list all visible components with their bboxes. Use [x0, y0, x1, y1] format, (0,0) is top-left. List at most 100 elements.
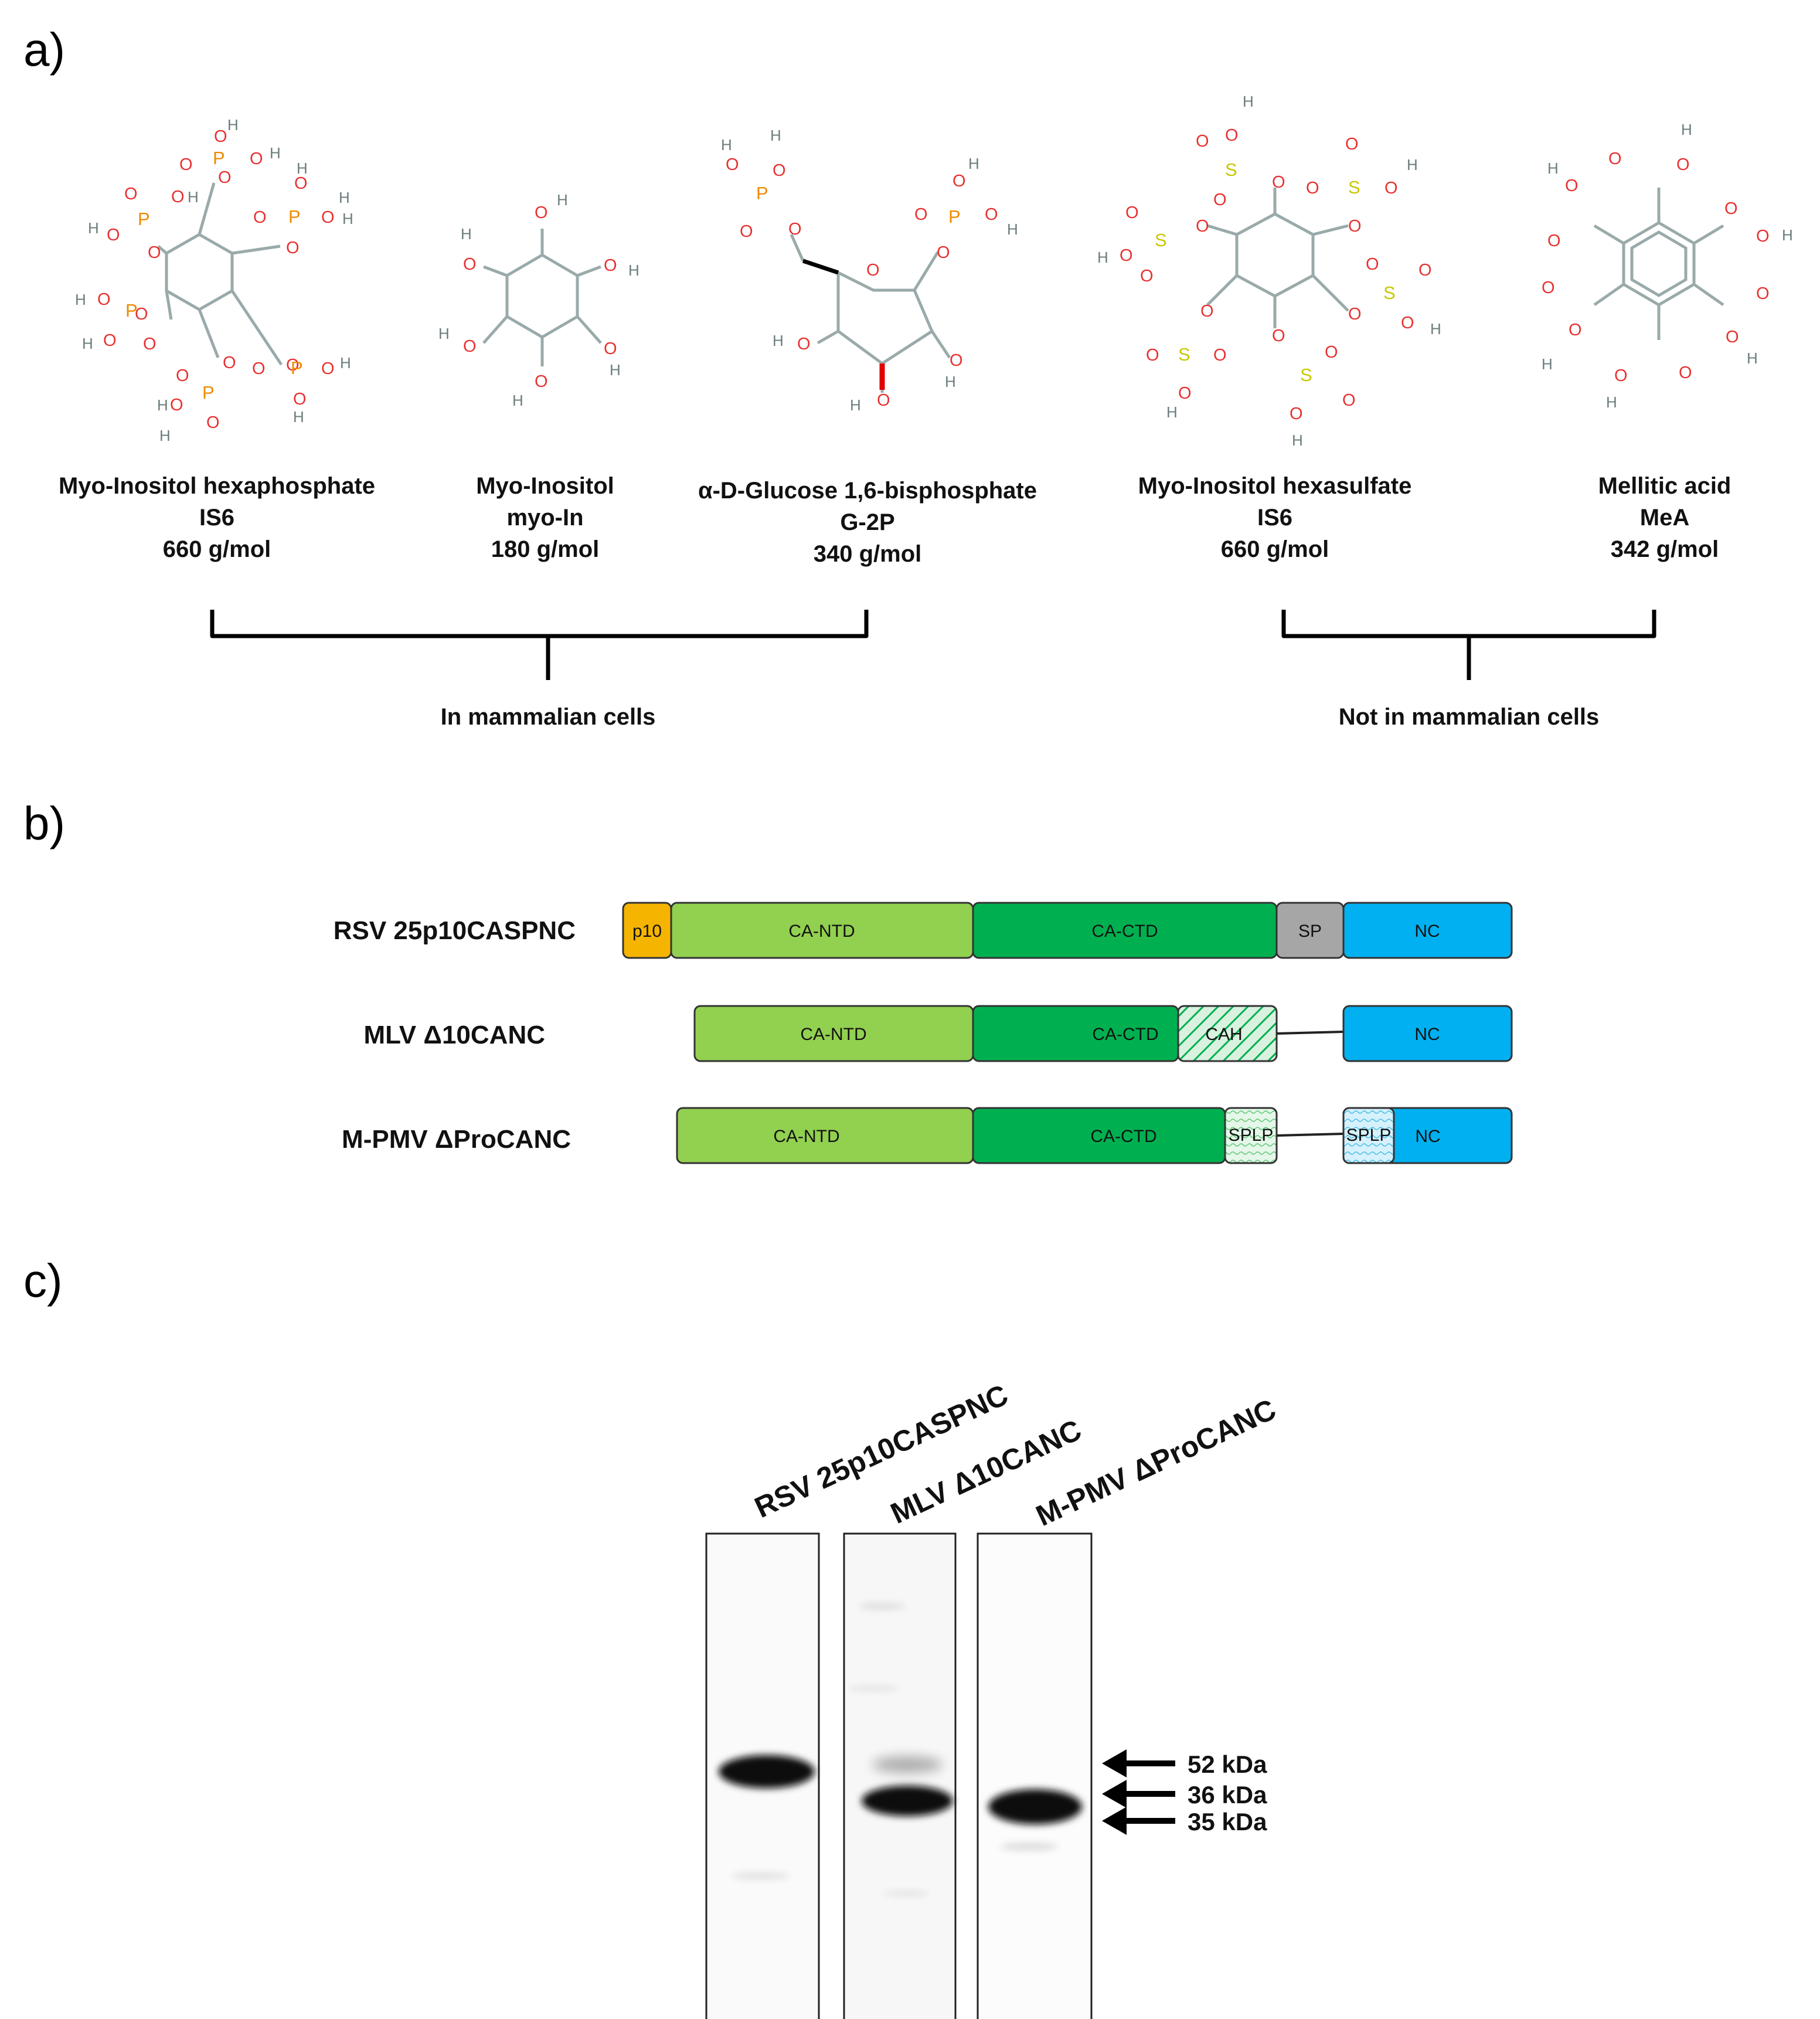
compound-abbr: MeA [1640, 505, 1689, 531]
structure-inositol-hexaphosphate: O P O O O H H O P O O O H H H O P O O O … [75, 116, 353, 444]
svg-text:O: O [1272, 327, 1285, 345]
svg-text:O: O [950, 351, 963, 370]
svg-text:O: O [985, 205, 998, 224]
svg-text:NC: NC [1414, 922, 1440, 941]
svg-text:O: O [286, 239, 300, 257]
lane-label-mpmv: M-PMV ΔProCANC [1031, 1392, 1281, 1532]
structure-glucose-bisphosphate: O O P O O O H H O P O O O H H O H O H O … [721, 127, 1018, 414]
svg-text:O: O [1225, 126, 1239, 145]
svg-text:O: O [1608, 149, 1622, 168]
compound-label-4: Myo-Inositol hexasulfate IS6 660 g/mol [1138, 473, 1412, 562]
svg-text:O: O [1213, 191, 1227, 209]
svg-text:O: O [1676, 155, 1690, 174]
bracket-in-mammalian [210, 610, 869, 680]
structure-inositol-hexasulfate: O S O O O H O S O O O H O S O O O H O S … [1097, 93, 1441, 449]
svg-text:36 kDa: 36 kDa [1188, 1781, 1267, 1809]
svg-text:S: S [1348, 177, 1360, 198]
svg-text:O: O [1401, 314, 1414, 332]
svg-text:P: P [288, 206, 301, 227]
svg-text:H: H [1430, 320, 1441, 338]
svg-text:O: O [1366, 255, 1379, 274]
svg-text:H: H [721, 136, 732, 154]
svg-text:O: O [866, 261, 880, 280]
svg-text:H: H [1606, 393, 1617, 411]
svg-text:H: H [1166, 403, 1178, 421]
compound-abbr: IS6 [1257, 505, 1292, 531]
compound-mass: 660 g/mol [1221, 536, 1329, 562]
svg-text:H: H [1547, 159, 1559, 177]
svg-text:H: H [1542, 355, 1553, 373]
svg-text:O: O [1213, 346, 1227, 365]
svg-text:O: O [604, 256, 617, 275]
svg-text:S: S [1383, 283, 1396, 303]
svg-text:O: O [1542, 278, 1555, 297]
lane-label-rsv: RSV 25p10CASPNC [750, 1378, 1013, 1524]
svg-text:H: H [159, 427, 171, 444]
svg-text:H: H [1007, 220, 1018, 238]
svg-text:O: O [135, 305, 148, 324]
svg-text:H: H [75, 291, 86, 308]
svg-text:H: H [342, 210, 353, 227]
svg-text:H: H [293, 408, 304, 426]
svg-text:O: O [1418, 261, 1432, 280]
protein-band [862, 1786, 953, 1816]
construct-rsv: p10 CA-NTD CA-CTD SP NC [622, 902, 1513, 959]
svg-text:H: H [610, 361, 621, 379]
svg-text:CA-CTD: CA-CTD [1090, 1127, 1156, 1146]
construct-label-mlv: MLV Δ10CANC [363, 1021, 545, 1049]
svg-text:H: H [512, 392, 523, 409]
svg-text:S: S [1178, 344, 1190, 365]
svg-text:O: O [206, 413, 220, 432]
svg-text:P: P [756, 183, 768, 203]
svg-text:O: O [1679, 363, 1692, 382]
svg-text:O: O [788, 220, 802, 239]
svg-text:O: O [1306, 179, 1319, 198]
svg-text:O: O [176, 366, 189, 385]
svg-text:CA-NTD: CA-NTD [788, 922, 855, 941]
svg-text:H: H [557, 191, 568, 209]
svg-text:O: O [171, 188, 185, 206]
svg-text:H: H [968, 155, 979, 172]
svg-text:O: O [463, 337, 477, 356]
svg-text:SP: SP [1298, 922, 1322, 941]
svg-text:P: P [202, 382, 215, 403]
left-arrow-icon [1102, 1780, 1127, 1808]
svg-text:O: O [1196, 132, 1209, 151]
svg-text:O: O [1348, 217, 1362, 236]
compound-mass: 340 g/mol [814, 541, 922, 567]
svg-text:O: O [1272, 173, 1285, 192]
svg-text:O: O [1756, 227, 1770, 246]
gel-lane-rsv [705, 1532, 820, 2019]
svg-text:O: O [214, 127, 227, 146]
svg-text:H: H [340, 354, 351, 372]
svg-text:O: O [463, 255, 477, 274]
compound-name: Myo-Inositol [476, 473, 614, 499]
compound-label-3: α-D-Glucose 1,6-bisphosphate G-2P 340 g/… [698, 478, 1037, 567]
svg-text:CA-CTD: CA-CTD [1091, 922, 1158, 941]
panel-label-b: b) [23, 797, 65, 849]
svg-text:H: H [628, 261, 639, 279]
svg-text:O: O [937, 243, 950, 262]
svg-text:P: P [125, 300, 138, 321]
svg-text:O: O [1200, 302, 1214, 321]
svg-text:O: O [877, 391, 890, 410]
svg-text:O: O [1724, 199, 1738, 218]
svg-text:H: H [297, 159, 308, 177]
compound-name: Myo-Inositol hexaphosphate [59, 473, 375, 499]
construct-label-mpmv: M-PMV ΔProCANC [342, 1125, 571, 1154]
svg-text:H: H [1681, 121, 1692, 138]
protein-band [719, 1755, 815, 1788]
svg-text:O: O [604, 339, 617, 358]
svg-text:NC: NC [1414, 1025, 1440, 1044]
compound-name: Myo-Inositol hexasulfate [1138, 473, 1412, 499]
svg-text:H: H [270, 144, 281, 162]
construct-mpmv: CA-NTD CA-CTD SPLP SPLP NC [676, 1107, 1513, 1164]
svg-text:O: O [1146, 346, 1159, 365]
svg-text:O: O [170, 396, 183, 414]
svg-text:52 kDa: 52 kDa [1188, 1751, 1267, 1778]
svg-text:O: O [1140, 267, 1154, 285]
svg-text:O: O [1547, 232, 1561, 250]
svg-text:O: O [321, 359, 335, 378]
compound-mass: 660 g/mol [163, 536, 271, 562]
svg-text:O: O [1348, 305, 1362, 324]
